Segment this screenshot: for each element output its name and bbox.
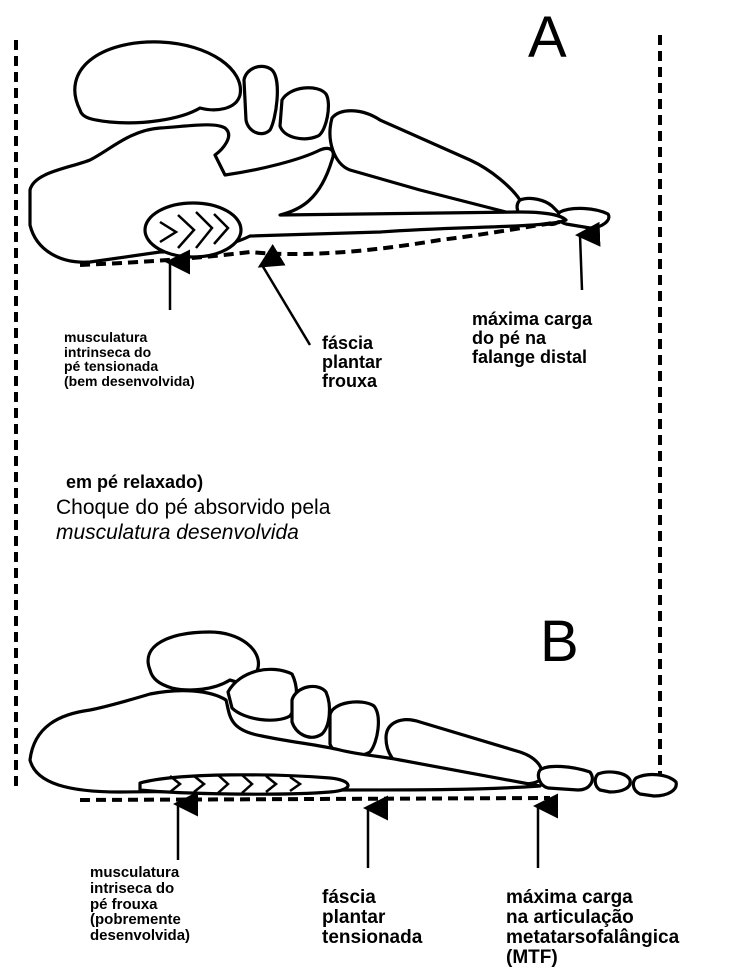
panel-b-fascia-label: fáscia plantar tensionada bbox=[322, 888, 422, 948]
arrow-a-fascia bbox=[262, 265, 310, 345]
panel-a-muscle-label: musculatura intrinseca do pé tensionada … bbox=[64, 330, 195, 389]
arrow-a-load bbox=[580, 235, 582, 290]
panel-a-fascia-label: fáscia plantar frouxa bbox=[322, 334, 382, 391]
caption-line-3: musculatura desenvolvida bbox=[56, 522, 299, 544]
panel-a-letter: A bbox=[528, 8, 567, 69]
caption-line-1: em pé relaxado) bbox=[66, 473, 203, 492]
caption-line-2: Choque do pé absorvido pela bbox=[56, 497, 330, 519]
panel-a-foot bbox=[30, 42, 609, 265]
panel-b-load-label: máxima carga na articulação metatarsofal… bbox=[506, 888, 679, 968]
panel-a-load-label: máxima carga do pé na falange distal bbox=[472, 310, 592, 367]
panel-b-foot bbox=[30, 632, 676, 800]
panel-b-letter: B bbox=[540, 612, 579, 673]
panel-b-muscle-label: musculatura intriseca do pé frouxa (pobr… bbox=[90, 865, 190, 944]
